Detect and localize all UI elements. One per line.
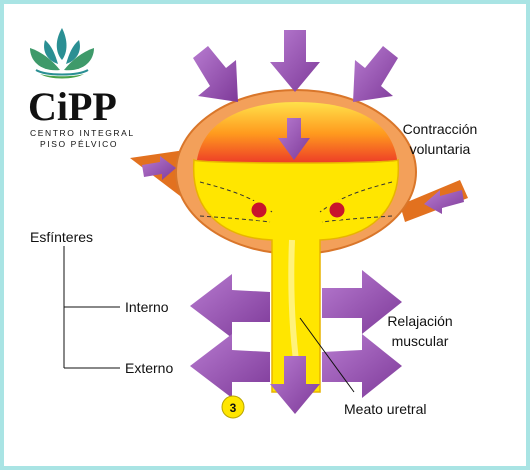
step-number: 3 xyxy=(230,401,237,415)
arrow-bottom xyxy=(270,356,320,414)
internal-sphincter-right xyxy=(319,181,393,213)
internal-sphincter-left-lower xyxy=(199,215,271,223)
left-ureter-opening xyxy=(248,199,270,221)
meatus-leader-line xyxy=(299,317,355,393)
arrow-internal-left xyxy=(190,274,270,338)
logo-brand: CiPP xyxy=(28,84,117,129)
left-muscle-wing xyxy=(130,150,188,202)
bladder-urethra xyxy=(192,158,400,393)
logo-line-2: PISO PÉLVICO xyxy=(40,139,118,149)
label-contraction-1: Contracción xyxy=(403,121,478,137)
label-internal: Interno xyxy=(125,299,169,315)
sphincter-bracket xyxy=(63,246,120,369)
label-contraction-2: voluntaria xyxy=(410,141,471,157)
arrow-top-left xyxy=(193,46,238,102)
label-meatus: Meato uretral xyxy=(344,401,426,417)
internal-sphincter-right-lower xyxy=(321,215,393,223)
label-relaxation-1: Relajación xyxy=(387,313,452,329)
step-badge: 3 xyxy=(221,395,245,419)
label-external: Externo xyxy=(125,360,173,376)
label-relaxation-2: muscular xyxy=(392,333,449,349)
arrow-external-right xyxy=(322,334,402,398)
logo-line-1: CENTRO INTEGRAL xyxy=(30,128,135,138)
cipp-logo: CiPP CENTRO INTEGRAL PISO PÉLVICO xyxy=(28,28,135,149)
arrow-top-right xyxy=(353,46,398,102)
arrow-external-left xyxy=(190,334,270,398)
arrow-internal-right xyxy=(322,270,402,334)
arrow-left-wing xyxy=(142,156,176,180)
arrow-inner-down xyxy=(278,118,310,160)
right-ureter-opening xyxy=(326,199,348,221)
arrow-right-wing xyxy=(424,190,464,214)
label-sphincters: Esfínteres xyxy=(30,229,93,245)
arrow-top-center xyxy=(270,30,320,92)
lotus-icon xyxy=(30,28,94,79)
